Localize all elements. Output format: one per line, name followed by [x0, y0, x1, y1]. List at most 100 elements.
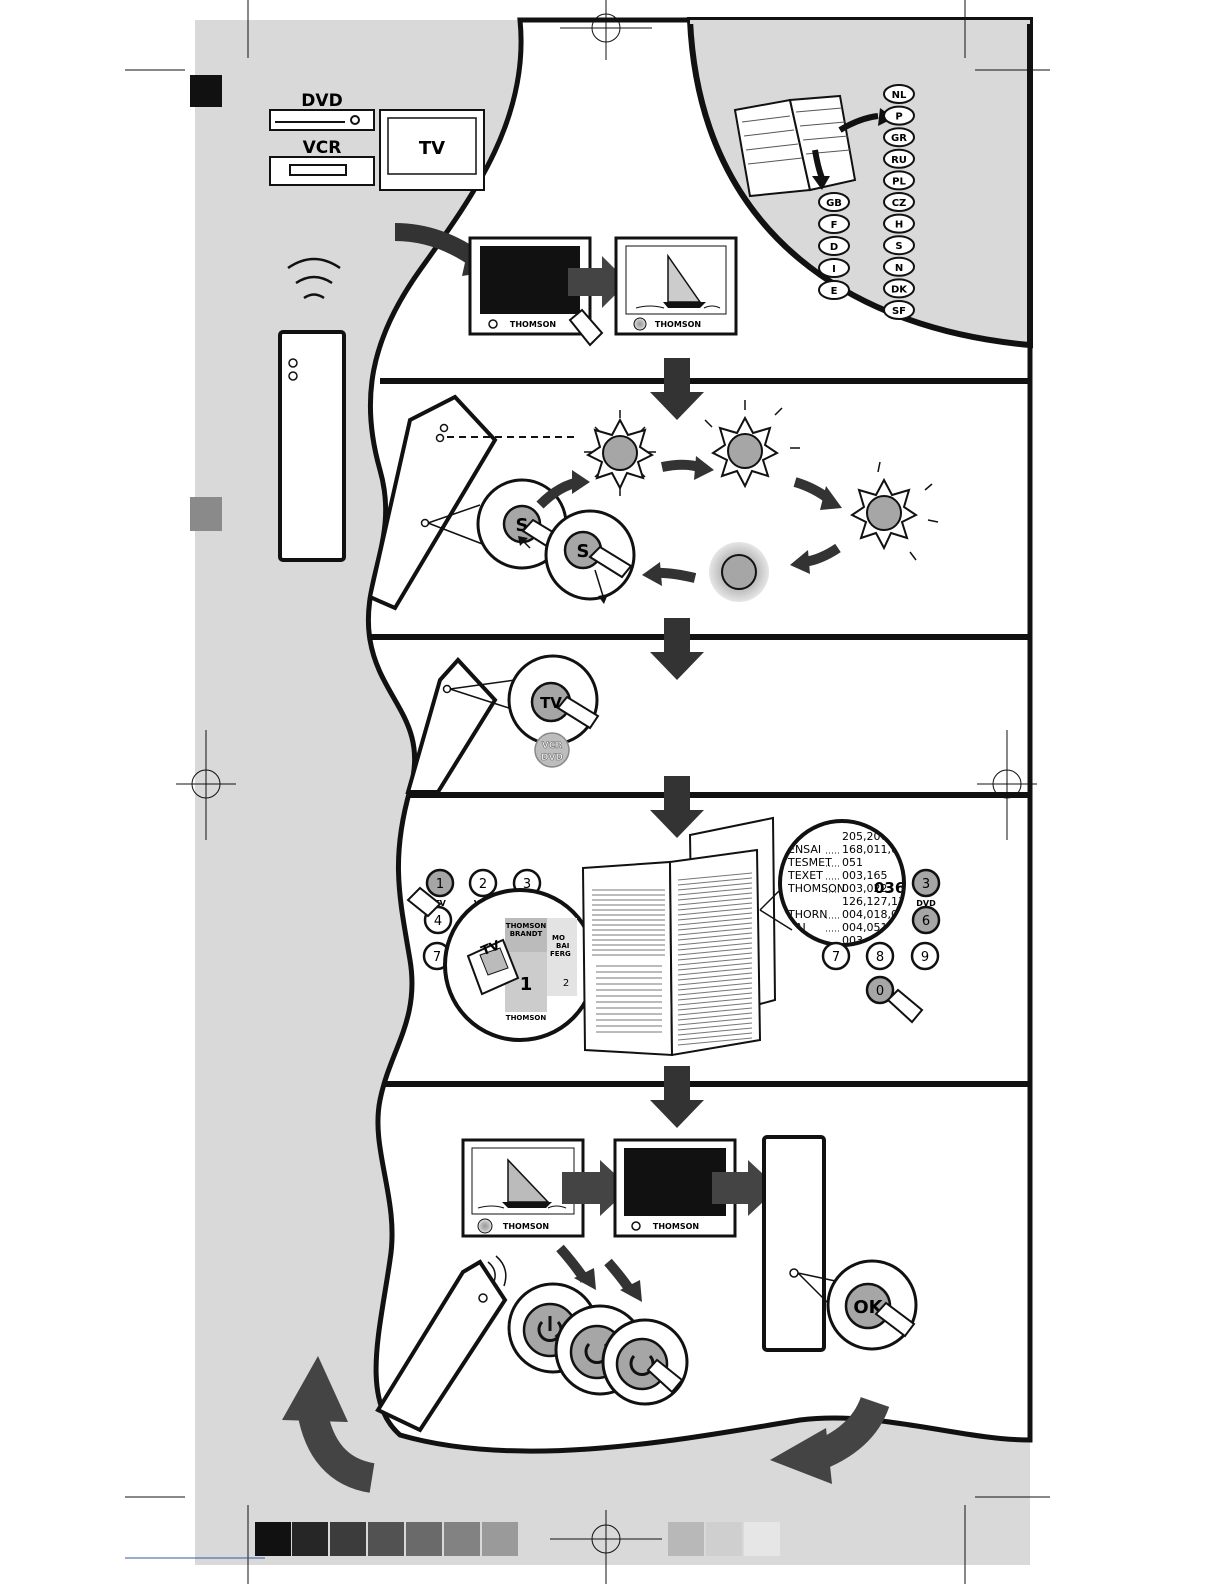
language-badge[interactable] [883, 127, 915, 148]
tv-brand-label: THOMSON [503, 1222, 549, 1231]
vcr-dvd-label-top: VCR [542, 741, 563, 751]
language-badge[interactable] [818, 214, 850, 234]
tv-brand-label: THOMSON [655, 320, 701, 329]
language-code: DK [891, 284, 908, 295]
language-code: E [831, 286, 838, 297]
digit-button-6[interactable] [911, 905, 941, 935]
arrow-right-icon [712, 1160, 778, 1216]
zoom-brand-top2: BRANDT [510, 930, 543, 938]
step3-device-select: TV VCR DVD [405, 654, 600, 794]
curved-arrows [556, 1244, 642, 1302]
page-turn-arrow-left-icon [282, 1356, 376, 1493]
language-badge[interactable] [883, 148, 915, 169]
language-badge[interactable] [883, 300, 915, 320]
language-badge[interactable] [883, 278, 915, 299]
language-code: CZ [892, 198, 907, 209]
digit-button-9[interactable] [910, 941, 940, 971]
digit-label: 8 [876, 950, 884, 965]
setup-button-label: S [577, 541, 590, 562]
vcr-label: VCR [303, 138, 342, 158]
color-calibration-bar [255, 1522, 780, 1556]
registration-target-bottom [550, 1510, 662, 1584]
brand-zoom-left: THOMSON BRANDT MO BAI FERG 1 2 THOMSON T… [443, 888, 605, 1042]
color-swatch [444, 1522, 480, 1556]
step5-confirm: THOMSON THOMSON OK [375, 1135, 918, 1433]
code-values: 004,018,035,0 [842, 908, 922, 921]
ok-button-zoom: OK [826, 1259, 918, 1351]
setup-button-zoom-2: S [518, 509, 636, 604]
zoom-side2: BAI [556, 942, 569, 950]
language-badge[interactable] [883, 256, 915, 277]
digit-button-2[interactable] [468, 868, 498, 898]
dvd-label: DVD [301, 91, 342, 111]
language-badge[interactable] [883, 235, 915, 256]
device-icons: DVD VCR TV [269, 91, 485, 191]
language-code: D [830, 242, 838, 253]
digit-button-3[interactable] [911, 868, 941, 898]
page-turn-arrow-right-icon [770, 1396, 890, 1484]
language-badge[interactable] [883, 192, 915, 212]
language-badge[interactable] [818, 258, 850, 278]
vcr-dvd-button[interactable] [534, 732, 570, 768]
code-booklet-icon [581, 816, 793, 1057]
digit-label: 2 [479, 877, 487, 892]
color-swatch [406, 1522, 442, 1556]
zoom-digit: 1 [520, 974, 533, 995]
step1-power-on: THOMSON THOMSON [394, 223, 738, 347]
remote-control-icon [278, 330, 346, 562]
language-badge[interactable] [818, 280, 850, 300]
power-button-zoom [601, 1318, 689, 1406]
language-code: GR [891, 133, 907, 144]
digit-label: 6 [922, 914, 930, 929]
language-badge[interactable] [883, 84, 915, 104]
code-brand: THOMSON [787, 882, 845, 895]
language-code: P [895, 112, 902, 123]
device-label: DVD [916, 899, 936, 908]
curved-arrows [536, 456, 842, 586]
zoom-brand-bottom: THOMSON [506, 1014, 547, 1022]
code-values: 004,051 [842, 921, 888, 934]
digit-label: 1 [436, 877, 444, 892]
code-highlight: 036 [874, 879, 905, 897]
language-code: SF [892, 306, 906, 317]
color-swatch [744, 1522, 780, 1556]
language-code: RU [891, 155, 907, 166]
digit-button-7[interactable] [821, 941, 851, 971]
zoom-brand-top: THOMSON [506, 922, 547, 930]
zoom-digit2: 2 [563, 978, 569, 989]
finger-icon [406, 886, 442, 918]
language-badge[interactable] [883, 170, 915, 191]
zoom-tv-tab: TV [479, 938, 502, 959]
language-badge[interactable] [818, 192, 850, 212]
digit-label: 0 [876, 984, 884, 999]
registration-target-left [176, 730, 236, 840]
zoom-side3: FERG [550, 950, 571, 958]
digit-button-0[interactable] [865, 975, 895, 1005]
language-badge[interactable] [883, 105, 915, 126]
color-swatch [668, 1522, 704, 1556]
remote-control-tilted [367, 394, 498, 611]
language-code: PL [892, 176, 906, 187]
tv-screen-sailboat: THOMSON [461, 1138, 585, 1238]
digit-label: 3 [523, 877, 531, 892]
code-brand: TEXET [787, 869, 823, 882]
led-flash-icon [850, 461, 939, 561]
code-values: 051 [842, 856, 863, 869]
led-glow-icon [709, 542, 769, 602]
signal-waves-icon [487, 1255, 507, 1287]
manual-booklet-icon [733, 94, 894, 198]
digit-button-1[interactable] [425, 868, 455, 898]
code-values: 003,165 [842, 869, 888, 882]
color-swatch [706, 1522, 742, 1556]
digit-label: 7 [832, 950, 840, 965]
language-badge[interactable] [818, 236, 850, 256]
signal-waves-icon [287, 257, 341, 300]
digit-button-8[interactable] [865, 941, 895, 971]
language-badge[interactable] [883, 213, 915, 234]
step4-enter-code: 1TV2VCR3DVD47 THOMSON BRANDT MO BAI FERG… [406, 816, 941, 1057]
language-code: F [831, 220, 838, 231]
registration-target-top [560, 0, 652, 60]
